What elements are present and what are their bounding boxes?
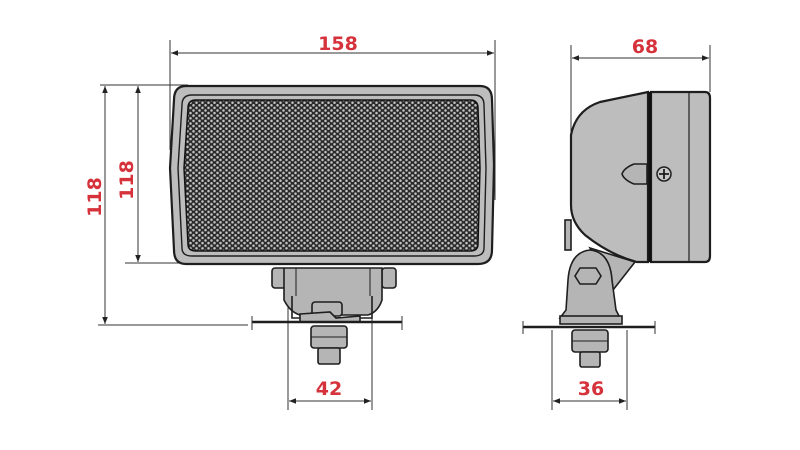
height-inner-dimension-label: 118 [116,160,138,200]
height-outer-dimension-label: 118 [84,177,106,217]
width-dimension-label: 158 [318,33,358,55]
front-view [98,40,496,410]
mount-bracket [271,267,397,323]
side-view [522,45,712,410]
lens-grille [183,99,481,252]
mounting-nut [310,325,348,365]
depth-dimension-label: 68 [632,36,658,58]
side-mount-width-dimension-label: 36 [578,378,604,400]
latch-clip [621,163,648,185]
side-mounting-nut [571,329,609,368]
screw-icon [656,166,672,182]
front-bezel [649,90,712,264]
mount-width-dimension-label: 42 [316,378,342,400]
rear-housing [569,90,650,264]
